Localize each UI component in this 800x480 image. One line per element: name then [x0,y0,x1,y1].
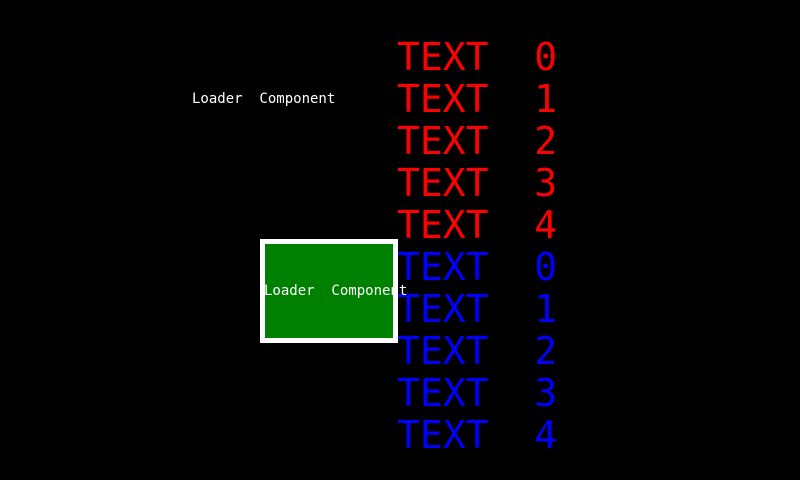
list-item[interactable]: TEXT 1 [397,77,558,121]
top-loader-component-label: Loader Component [192,91,336,107]
list-item[interactable]: TEXT 3 [397,161,558,205]
text-item-list: TEXT 0 TEXT 1 TEXT 2 TEXT 3 TEXT 4 TEXT … [397,36,657,456]
list-item[interactable]: TEXT 3 [397,371,558,415]
list-item[interactable]: TEXT 0 [397,35,558,79]
list-item[interactable]: TEXT 2 [397,329,558,373]
list-item[interactable]: TEXT 4 [397,203,558,247]
loader-box-label: Loader Component [264,283,408,299]
list-item[interactable]: TEXT 1 [397,287,558,331]
list-item[interactable]: TEXT 0 [397,245,558,289]
list-item[interactable]: TEXT 4 [397,413,558,457]
list-item[interactable]: TEXT 2 [397,119,558,163]
loader-component-box[interactable]: Loader Component [260,239,407,343]
